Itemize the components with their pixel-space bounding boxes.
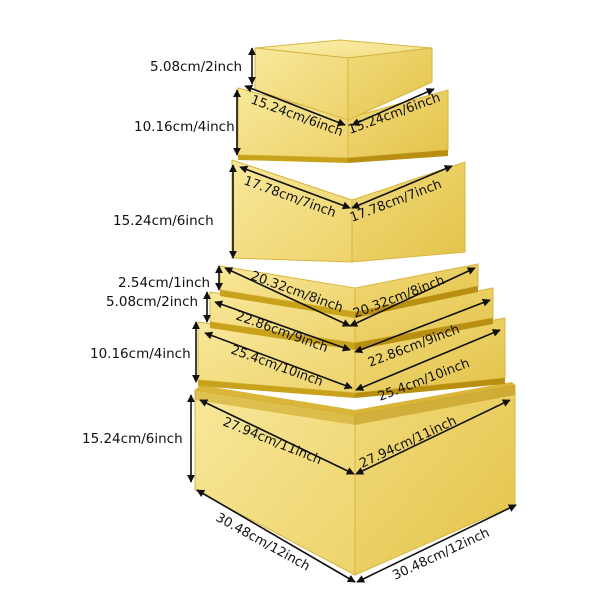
width-line-b2-left: [244, 84, 346, 127]
height-label-5: 5.08cm/2inch: [106, 294, 198, 310]
width-line-b3-left: [239, 165, 351, 210]
height-label-4: 2.54cm/1inch: [118, 275, 210, 291]
width-line-b6-left: [204, 331, 353, 390]
height-label-7: 15.24cm/6inch: [82, 431, 183, 447]
height-label-2: 10.16cm/4inch: [134, 119, 235, 135]
width-line-b2-right: [351, 88, 435, 126]
width-line-b7-left: [199, 399, 355, 475]
width-line-b3-right: [351, 165, 453, 209]
width-line-base-left: [196, 489, 356, 583]
height-label-3: 15.24cm/6inch: [113, 213, 214, 229]
height-label-6: 10.16cm/4inch: [90, 346, 191, 362]
width-line-b6-right: [355, 329, 501, 391]
height-label-1: 5.08cm/2inch: [150, 59, 242, 75]
width-line-b7-right: [355, 399, 511, 475]
width-line-base-right: [356, 504, 517, 583]
